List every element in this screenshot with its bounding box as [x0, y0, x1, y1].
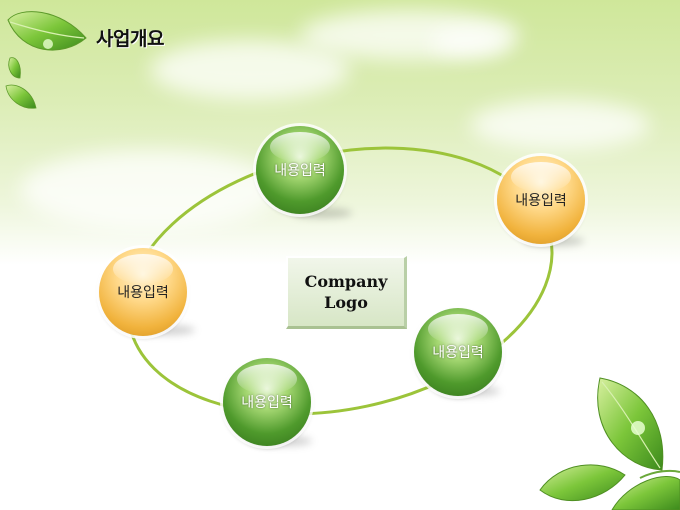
leaf-icon — [611, 469, 680, 510]
node-label: 내용입력 — [274, 163, 326, 179]
node-label: 내용입력 — [432, 345, 484, 361]
company-logo-box: Company Logo — [286, 256, 407, 329]
leaf-icon — [8, 57, 21, 79]
logo-line-2: Logo — [324, 293, 368, 312]
node-label: 내용입력 — [117, 285, 169, 301]
leaf-icon — [597, 377, 664, 471]
logo-line-1: Company — [304, 272, 388, 291]
leaf-icon — [7, 11, 87, 51]
cloud — [20, 150, 280, 230]
cycle-node-5[interactable]: 내용입력 — [99, 248, 187, 336]
node-label: 내용입력 — [241, 395, 293, 411]
node-label: 내용입력 — [515, 193, 567, 209]
cycle-node-3[interactable]: 내용입력 — [414, 308, 502, 396]
page-title: 사업개요 — [96, 28, 164, 50]
node-shadow — [292, 208, 352, 218]
cloud — [470, 100, 650, 150]
cycle-node-4[interactable]: 내용입력 — [223, 358, 311, 446]
leaf-icon — [539, 464, 626, 502]
cloud — [150, 40, 350, 100]
cycle-node-2[interactable]: 내용입력 — [497, 156, 585, 244]
cycle-node-1[interactable]: 내용입력 — [256, 126, 344, 214]
leaf-icon — [5, 84, 37, 109]
cloud — [430, 28, 510, 56]
